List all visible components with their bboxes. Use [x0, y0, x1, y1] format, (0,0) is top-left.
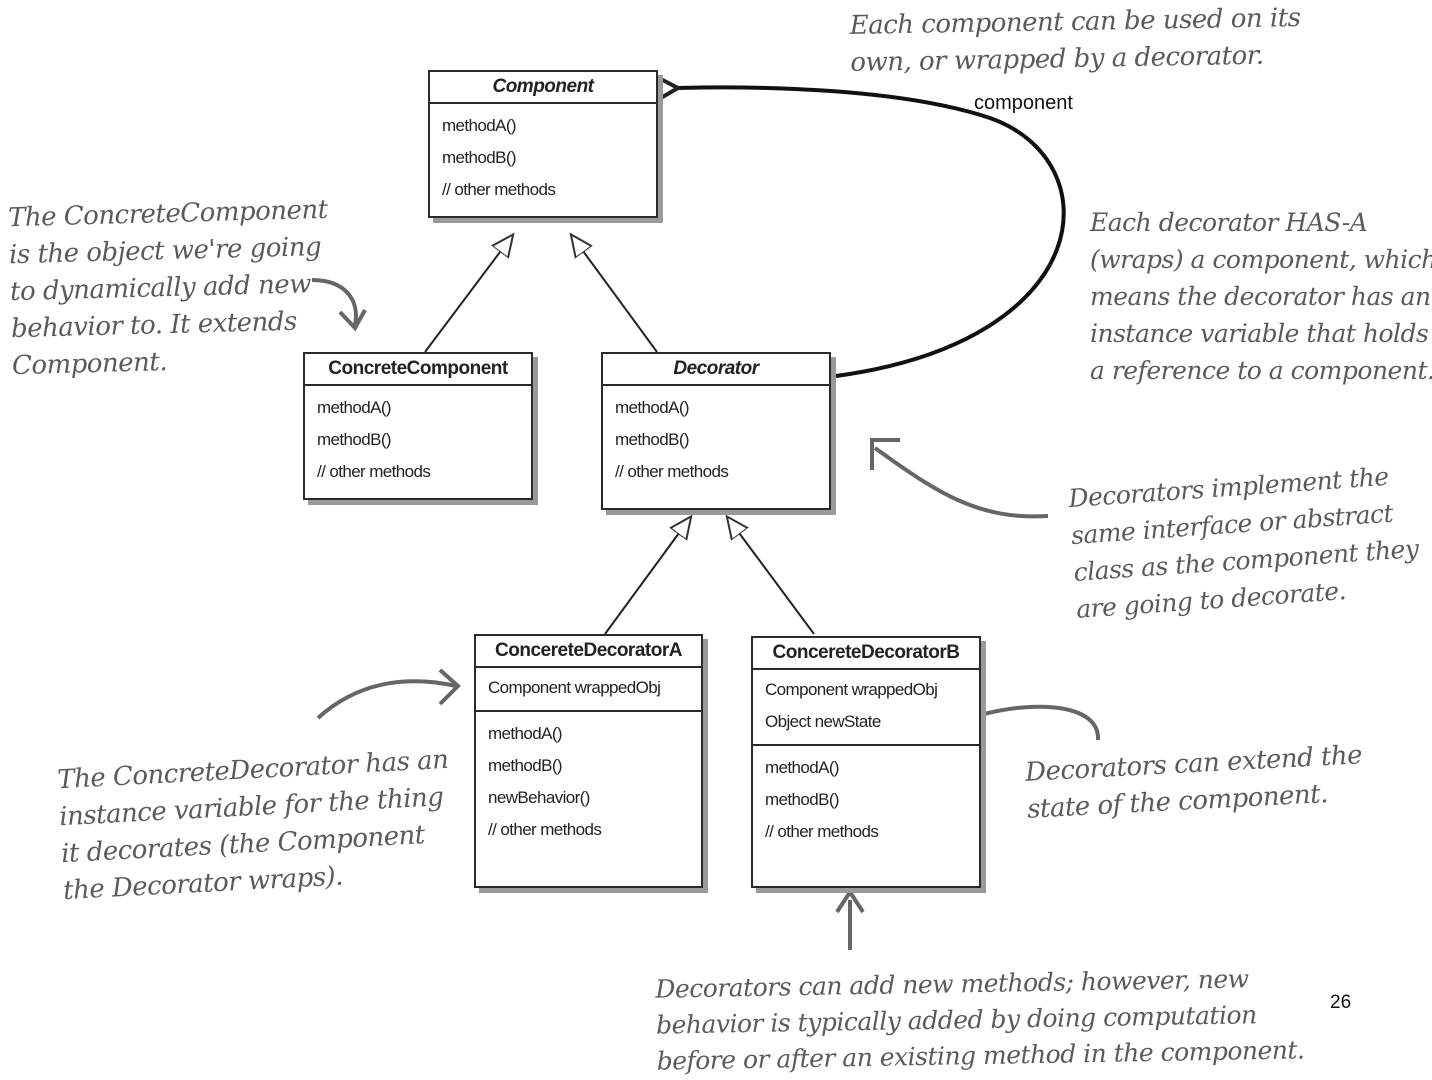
arrow-left-top-head: [338, 309, 367, 332]
class-component-title: Component: [430, 72, 656, 104]
method-row: methodA(): [442, 116, 517, 135]
note-line: (wraps) a component, which: [1090, 245, 1432, 274]
note-bottom: Decorators can add new methods; however,…: [655, 960, 1305, 1079]
class-concrete-decorator-a-methods: methodA() methodB() newBehavior() // oth…: [476, 712, 701, 852]
class-decorator-methods: methodA() methodB() // other methods: [603, 386, 829, 494]
arrow-right-middle: [873, 446, 1049, 519]
method-row: methodB(): [317, 430, 392, 449]
class-concrete-decorator-a-title: ConcereteDecoratorA: [476, 636, 701, 668]
inherit-decoratora-line: [604, 518, 690, 635]
field-row: Component wrappedObj: [765, 680, 938, 699]
class-component-methods: methodA() methodB() // other methods: [430, 104, 656, 212]
method-row: methodA(): [317, 398, 392, 417]
class-concrete-component: ConcreteComponent methodA() methodB() //…: [303, 352, 533, 500]
arrow-bottom-head: [835, 888, 865, 914]
method-row: // other methods: [615, 462, 729, 481]
field-row: Component wrappedObj: [488, 678, 661, 697]
note-top: Each component can be used on its own, o…: [849, 0, 1301, 82]
class-component: Component methodA() methodB() // other m…: [428, 70, 658, 218]
method-row: methodB(): [488, 756, 563, 775]
inherit-decorator-line: [572, 236, 658, 353]
method-row: methodB(): [615, 430, 690, 449]
arrow-right-bottom: [983, 704, 1101, 741]
class-concrete-decorator-b-methods: methodA() methodB() // other methods: [753, 746, 979, 854]
class-decorator-title: Decorator: [603, 354, 829, 386]
note-left-bottom: The ConcreteDecorator has an instance va…: [56, 742, 455, 910]
method-row: methodB(): [442, 148, 517, 167]
method-row: // other methods: [442, 180, 556, 199]
class-concrete-decorator-b-title: ConcereteDecoratorB: [753, 638, 979, 670]
arrow-left-bottom: [316, 679, 457, 720]
method-row: methodA(): [615, 398, 690, 417]
method-row: // other methods: [765, 822, 879, 841]
inherit-decoratorb-line: [728, 518, 815, 635]
method-row: methodA(): [765, 758, 840, 777]
note-line: Each decorator HAS-A: [1090, 208, 1368, 237]
note-line: instance variable that holds: [1090, 319, 1429, 348]
method-row: // other methods: [488, 820, 602, 839]
arrow-right-middle-head: [870, 438, 900, 470]
class-concrete-decorator-b-fields: Component wrappedObj Object newState: [753, 670, 979, 746]
method-row: methodB(): [765, 790, 840, 809]
class-concrete-component-title: ConcreteComponent: [305, 354, 531, 386]
note-right-top: Each decorator HAS-A (wraps) a component…: [1090, 204, 1432, 389]
method-row: // other methods: [317, 462, 431, 481]
arrow-left-top: [311, 278, 358, 326]
method-row: newBehavior(): [488, 788, 590, 807]
association-arrow: [678, 87, 1066, 378]
field-row: Object newState: [765, 712, 881, 731]
method-row: methodA(): [488, 724, 563, 743]
class-decorator: Decorator methodA() methodB() // other m…: [601, 352, 831, 510]
note-right-middle: Decorators implement the same interface …: [1067, 456, 1422, 628]
note-left-top: The ConcreteComponent is the object we'r…: [8, 192, 332, 385]
note-line: a reference to a component.: [1090, 356, 1432, 385]
arrow-left-bottom-head: [438, 668, 461, 706]
note-line: own, or wrapped by a decorator.: [850, 40, 1264, 78]
page-number: 26: [1330, 992, 1352, 1013]
class-concrete-component-methods: methodA() methodB() // other methods: [305, 386, 531, 494]
class-concrete-decorator-b: ConcereteDecoratorB Component wrappedObj…: [751, 636, 981, 888]
association-label: component: [974, 92, 1073, 114]
class-concrete-decorator-a-fields: Component wrappedObj: [476, 668, 701, 712]
inherit-concretecomponent-line: [424, 236, 512, 353]
class-concrete-decorator-a: ConcereteDecoratorA Component wrappedObj…: [474, 634, 703, 888]
note-line: means the decorator has an: [1090, 282, 1431, 311]
